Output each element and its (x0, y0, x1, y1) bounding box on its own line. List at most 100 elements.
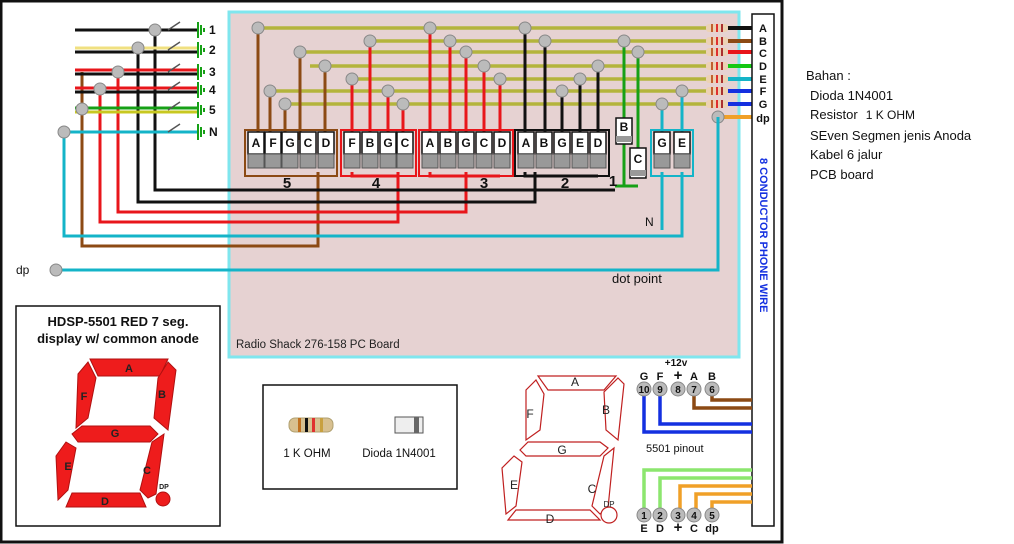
display-pin: G (653, 131, 671, 169)
display-pin: G (457, 131, 475, 169)
dot-point-label: dot point (612, 271, 662, 286)
display-pin-label: F (348, 136, 355, 150)
materials-item-5: PCB board (810, 166, 874, 182)
display-pin-label: G (461, 136, 470, 150)
board-label: Radio Shack 276-158 PC Board (236, 339, 400, 351)
outline-label-d: D (546, 512, 555, 526)
seg-label-g: G (111, 428, 120, 440)
junction-nodes (251, 21, 725, 124)
display-pin: D (589, 131, 607, 169)
display-pin: F (264, 131, 282, 169)
display-pin-label: G (383, 136, 392, 150)
materials-item-1: Dioda 1N4001 (810, 87, 894, 103)
digit-number-2: 2 (561, 175, 569, 192)
diode-c: C (629, 147, 647, 179)
digit-number-3: 3 (480, 175, 488, 192)
display-pin: C (396, 131, 414, 169)
outline-label-a: A (571, 375, 579, 389)
legend-box (262, 384, 458, 490)
materials-item-4: Kabel 6 jalur (810, 147, 883, 162)
svg-text:B: B (620, 120, 629, 134)
display-pin: E (571, 131, 589, 169)
legend-resistor-label: 1 K OHM (283, 448, 330, 460)
segment-b (153, 361, 177, 431)
display-pin: G (281, 131, 299, 169)
seg-label-f: F (81, 391, 88, 403)
display-pin-label: C (401, 136, 410, 150)
display-panel (15, 305, 221, 527)
display-pin: G (553, 131, 571, 169)
pinout-bottom-pin (670, 507, 686, 523)
diode-icon (394, 416, 424, 434)
phone-wire-strip (751, 13, 775, 527)
connector-wires (718, 26, 752, 119)
resistor-icon (288, 417, 334, 433)
seg-label-c: C (143, 465, 151, 477)
pinout-bottom-pin (686, 507, 702, 523)
pinout-bottom-pin (636, 507, 652, 523)
outline-segment-b (603, 377, 625, 442)
outline-label-g: G (557, 443, 566, 457)
common-wires (56, 30, 720, 272)
pinout-top-pin (652, 381, 668, 397)
display-pin-label: G (657, 136, 666, 150)
display-pin: E (673, 131, 691, 169)
outline-label-f: F (526, 407, 533, 421)
display-pin-label: F (269, 136, 276, 150)
pinout-top-num: 7 (691, 385, 697, 396)
display-pin-label: A (252, 136, 261, 150)
pin-group-frame (244, 129, 338, 177)
display-pin: A (517, 131, 535, 169)
outline-segment-d (506, 509, 602, 521)
outline-label-c: C (588, 482, 597, 496)
display-pin-label: B (444, 136, 453, 150)
segment-c (139, 432, 165, 499)
display-pin: A (247, 131, 265, 169)
materials-item-3: SEven Segmen jenis Anoda (810, 127, 972, 143)
connector-label-dp: dp (756, 113, 770, 125)
pinout-top-num: 9 (657, 385, 663, 396)
svg-text:C: C (634, 152, 643, 166)
supply-label: +12v (665, 358, 688, 369)
seg-label-a: A (125, 363, 133, 375)
diode-b: B (615, 117, 633, 145)
pinout-top-name: G (640, 371, 649, 383)
bus-resistors (706, 24, 728, 108)
pinout-wires (642, 390, 752, 512)
materials-title: Bahan : (806, 68, 851, 83)
switch-label-5: 5 (209, 103, 216, 117)
display-pin-label: A (522, 136, 531, 150)
materials-resistor-value: 1 K OHM (865, 108, 916, 122)
pinout-top-pin (670, 381, 686, 397)
outline-label-e: E (510, 478, 518, 492)
pinout-top-num: 8 (675, 385, 681, 396)
red-seven-segment (55, 358, 177, 508)
pinout-top-num: 6 (709, 385, 715, 396)
display-pin-label: A (426, 136, 435, 150)
switch-label-4: 4 (209, 83, 216, 97)
display-pin: D (493, 131, 511, 169)
pin-group-frame (514, 129, 610, 177)
display-pin-label: G (557, 136, 566, 150)
pinout-top-pin (686, 381, 702, 397)
seg-label-e: E (64, 461, 71, 473)
phone-wire-label: 8 CONDUCTOR PHONE WIRE (757, 158, 769, 312)
display-pin-label: C (480, 136, 489, 150)
pinout-bottom-num: 1 (641, 511, 647, 522)
pinout-bottom-name: D (656, 523, 664, 535)
dp-label: dp (16, 263, 30, 277)
pinout-bottom-name: + (674, 519, 683, 536)
switch-label-1: 1 (209, 23, 216, 37)
segment-f (75, 361, 97, 430)
connector-label-f: F (760, 86, 767, 98)
seg-label-b: B (158, 389, 166, 401)
outline-segment-dp (600, 506, 618, 524)
pinout-bottom-num: 3 (675, 511, 681, 522)
display-pin: F (343, 131, 361, 169)
pinout-bottom-num: 2 (657, 511, 663, 522)
outline-label-dp: DP (603, 500, 614, 509)
outline-seven-segment (501, 375, 625, 524)
